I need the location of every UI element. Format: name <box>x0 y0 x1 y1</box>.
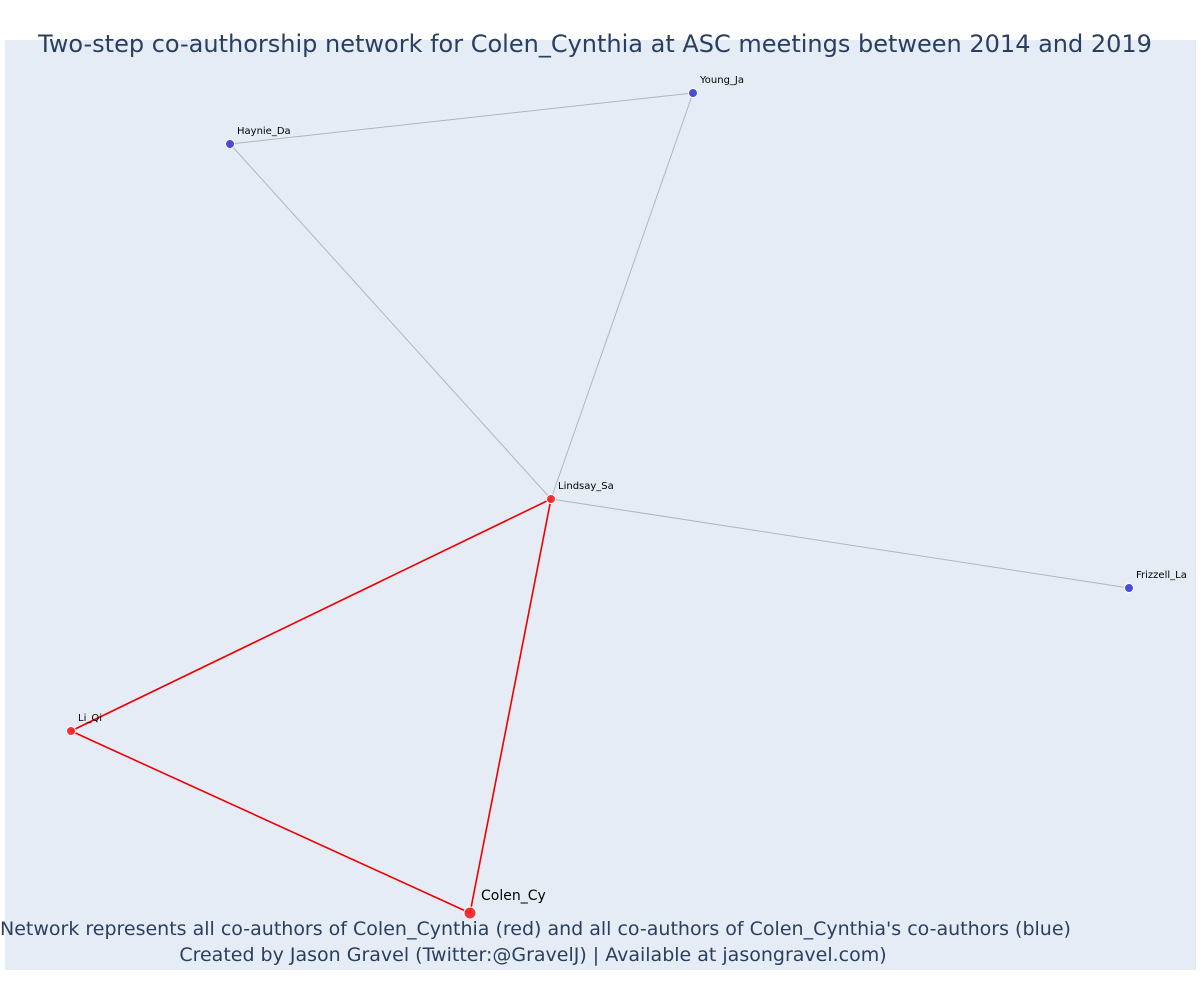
edge-li-lindsay <box>70 498 552 732</box>
edge-lindsay-haynie <box>229 143 552 500</box>
edge-colen-lindsay <box>469 498 552 914</box>
edge-colen-li <box>70 730 471 914</box>
plot-area <box>5 40 1196 970</box>
nodes-layer <box>66 88 1134 920</box>
node-label-frizzell: Frizzell_La <box>1136 570 1187 581</box>
edge-haynie-young <box>229 92 694 145</box>
node-colen[interactable] <box>463 906 477 920</box>
node-label-haynie: Haynie_Da <box>237 126 291 137</box>
edge-lindsay-frizzell <box>550 498 1130 589</box>
caption-legend-note: Network represents all co-authors of Col… <box>0 918 1071 940</box>
node-label-lindsay: Lindsay_Sa <box>558 481 614 492</box>
caption-credit: Created by Jason Gravel (Twitter:@Gravel… <box>179 944 887 966</box>
node-young[interactable] <box>688 88 698 98</box>
node-label-li: Li_Qi <box>78 713 102 724</box>
node-frizzell[interactable] <box>1124 583 1134 593</box>
edge-lindsay-young <box>550 92 694 500</box>
node-label-young: Young_Ja <box>699 75 744 86</box>
node-li[interactable] <box>66 726 76 736</box>
node-lindsay[interactable] <box>546 494 556 504</box>
chart-title: Two-step co-authorship network for Colen… <box>38 30 1152 58</box>
node-haynie[interactable] <box>225 139 235 149</box>
node-label-colen: Colen_Cy <box>481 888 546 904</box>
edges-layer <box>70 92 1130 914</box>
